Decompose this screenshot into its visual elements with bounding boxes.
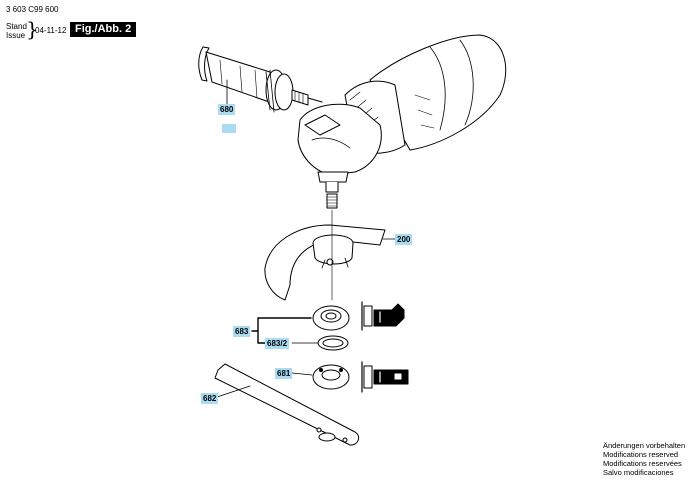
o-ring bbox=[317, 335, 349, 351]
flange-section-detail bbox=[361, 301, 405, 331]
part-tag-swatch bbox=[222, 124, 236, 133]
brace-glyph: } bbox=[26, 17, 39, 41]
spanner-wrench bbox=[214, 363, 360, 446]
part-tag-681: 681 bbox=[275, 368, 293, 379]
document-number: 3 603 C99 600 bbox=[6, 5, 59, 14]
modifications-notice: Änderungen vorbehalten Modifications res… bbox=[603, 441, 685, 477]
nut-section-detail bbox=[361, 361, 409, 393]
wheel-guard bbox=[264, 224, 386, 301]
mounting-flange bbox=[312, 305, 350, 331]
auxiliary-handle bbox=[198, 46, 323, 113]
leader-682 bbox=[216, 385, 251, 398]
issue-date: 04-11-12 bbox=[35, 26, 67, 35]
part-tag-683-2: 683/2 bbox=[265, 338, 290, 349]
clamping-nut bbox=[312, 364, 350, 390]
part-tag-200: 200 bbox=[395, 234, 413, 245]
issue-label: Issue bbox=[6, 31, 26, 40]
leader-681 bbox=[291, 372, 313, 376]
angle-grinder-body bbox=[297, 34, 507, 209]
part-tag-682: 682 bbox=[201, 393, 219, 404]
notice-line-fr: Modifications reservées bbox=[603, 459, 682, 468]
figure-label: Fig./Abb. 2 bbox=[70, 22, 137, 37]
leader-683 bbox=[251, 317, 312, 344]
part-tag-680: 680 bbox=[218, 104, 236, 115]
notice-line-en: Modifications reserved bbox=[603, 450, 679, 459]
stand-issue-labels: Stand Issue bbox=[6, 22, 27, 40]
notice-line-de: Änderungen vorbehalten bbox=[603, 441, 686, 450]
part-tag-683: 683 bbox=[233, 326, 251, 337]
stand-label: Stand bbox=[6, 22, 27, 31]
notice-line-es: Salvo modificaciones bbox=[603, 468, 674, 477]
